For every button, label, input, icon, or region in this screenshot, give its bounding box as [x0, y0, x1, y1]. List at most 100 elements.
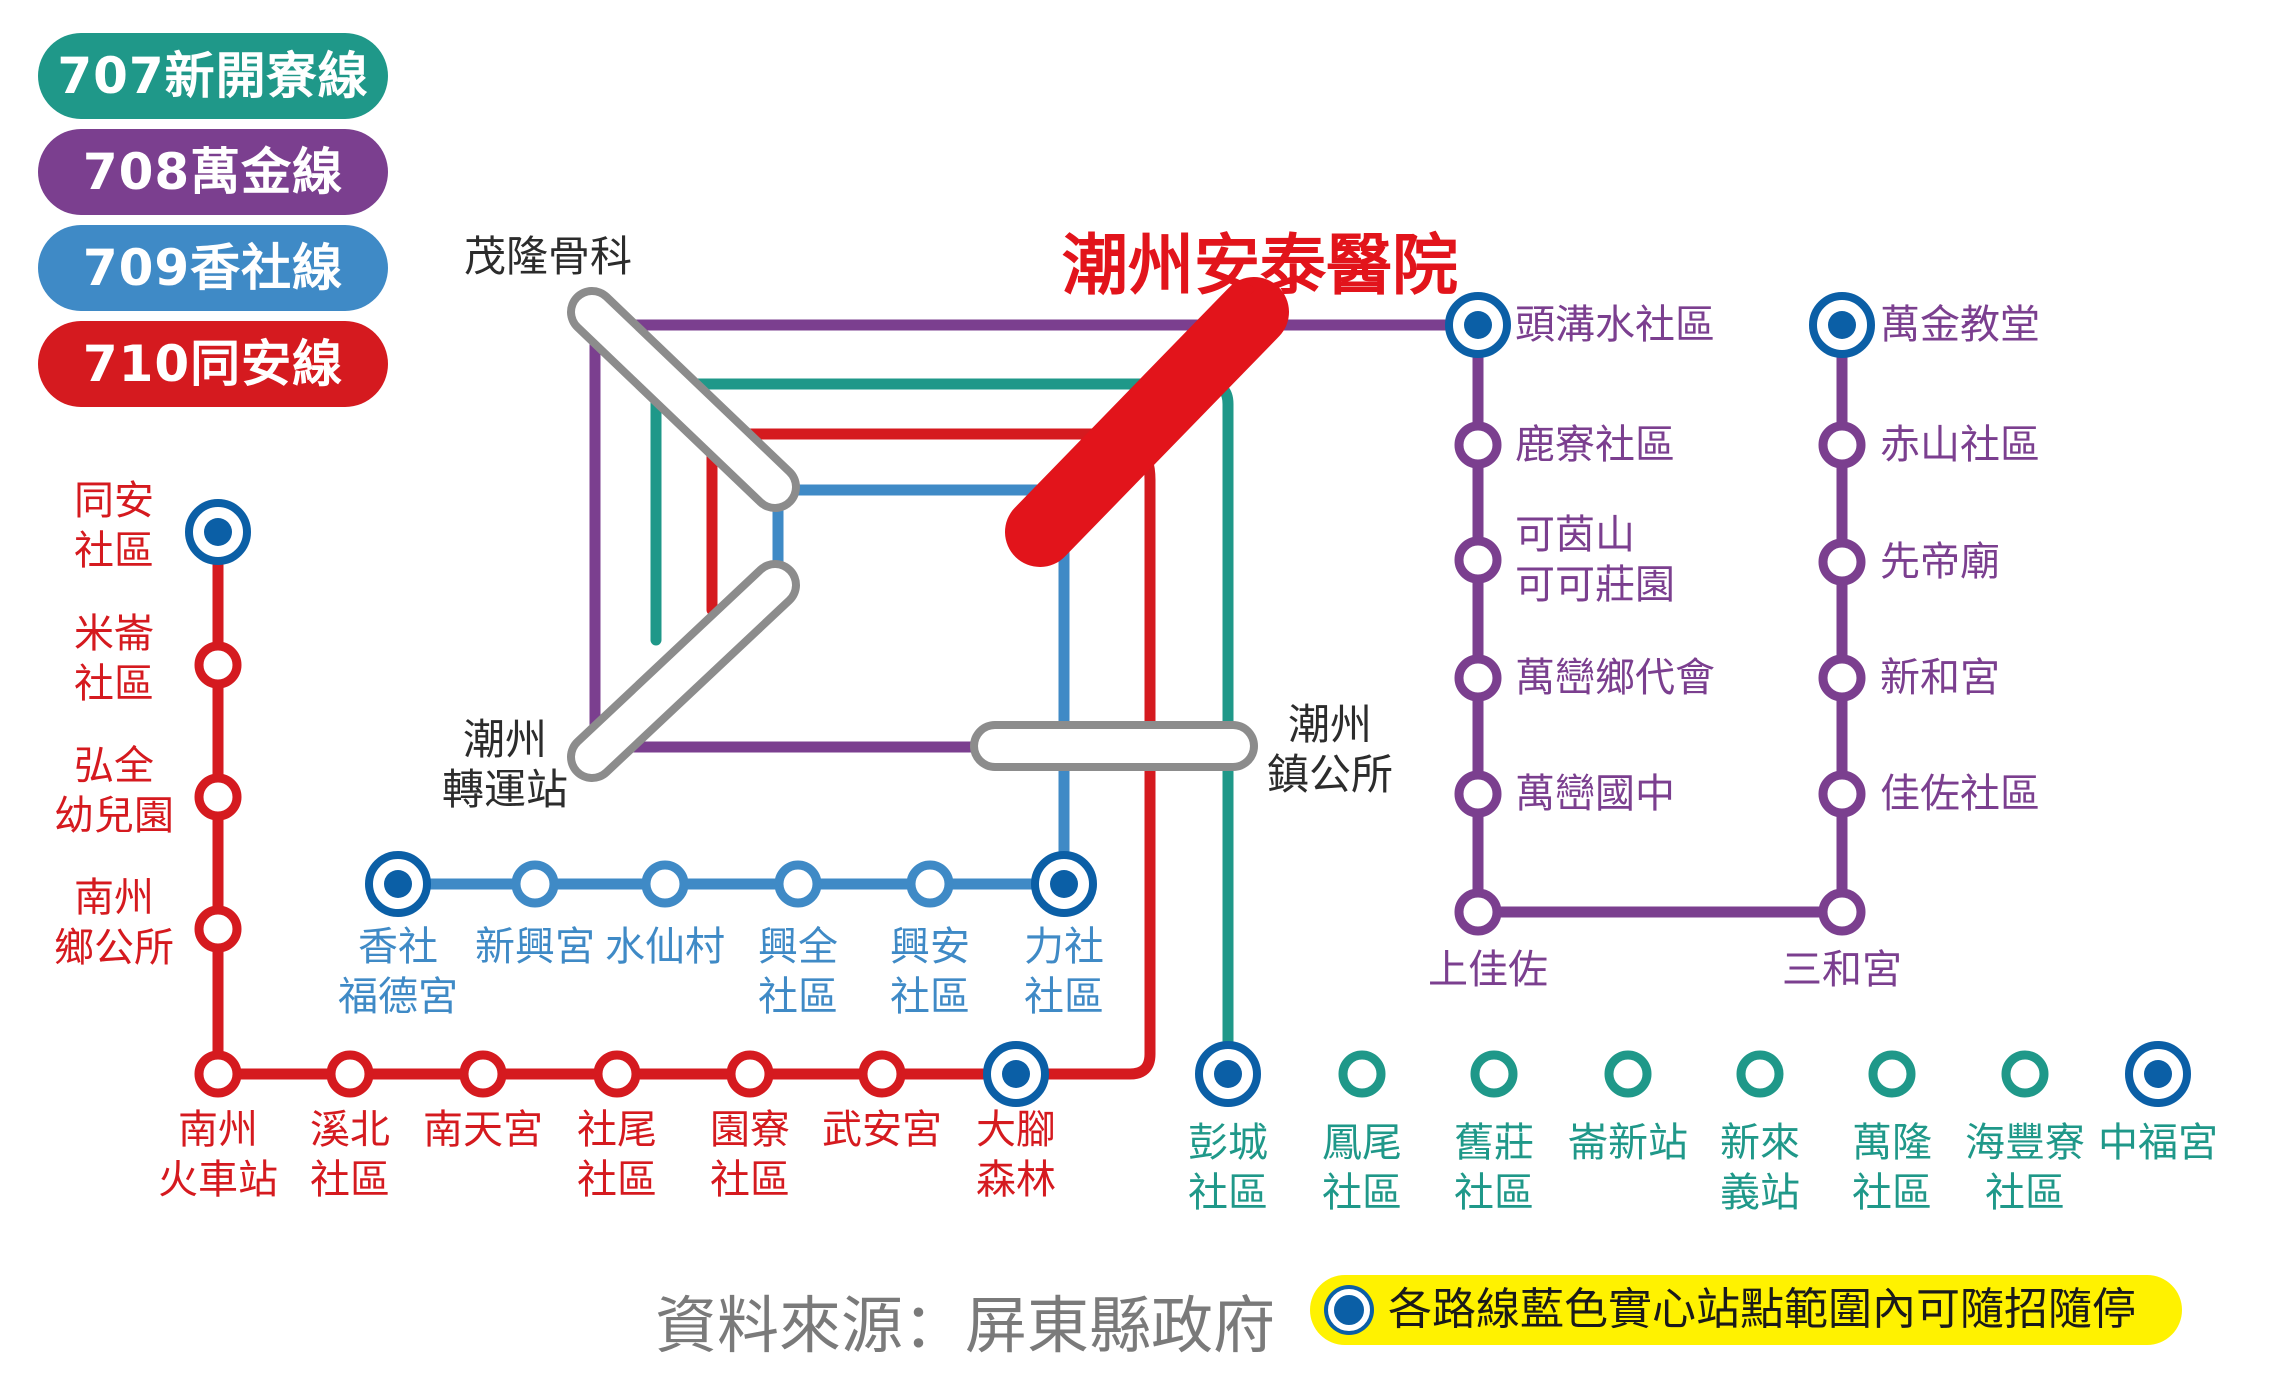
label-709-4-line1: 興安	[890, 924, 970, 970]
town-office-line2: 鎮公所	[1266, 750, 1393, 799]
label-707-2-line2: 社區	[1454, 1170, 1534, 1216]
label-708-l-1: 鹿寮社區	[1515, 420, 1675, 470]
label-707-6-line2: 社區	[1985, 1170, 2065, 1216]
stop-710-v-2	[194, 773, 242, 821]
transit-station-line2: 轉運站	[441, 765, 568, 814]
label-707-4: 新來義站	[1680, 1118, 1840, 1218]
label-707-2-line1: 舊莊	[1454, 1120, 1534, 1166]
label-708-r-2-line1: 先帝廟	[1880, 539, 2000, 585]
legend-pill-709: 709香社線	[38, 225, 388, 311]
stop-709-4	[906, 860, 954, 908]
data-source-text: 資料來源：屏東縣政府	[655, 1289, 1276, 1362]
label-710-h-0-line1: 南州	[178, 1107, 258, 1153]
stop-710-v-0-fill	[204, 518, 232, 546]
label-707-1-line1: 鳳尾	[1322, 1120, 1402, 1166]
label-708-l-3: 萬巒鄉代會	[1515, 653, 1715, 703]
label-708-l-3-line1: 萬巒鄉代會	[1515, 655, 1715, 701]
label-710-v-3-line2: 鄉公所	[54, 925, 174, 971]
stop-710-h-5	[858, 1050, 906, 1098]
stop-708-l-0-fill	[1464, 311, 1492, 339]
label-710-h-1: 溪北社區	[270, 1105, 430, 1205]
hail-stop-note-text: 各路線藍色實心站點範圍內可隨招隨停	[1388, 1284, 2136, 1335]
stop-709-3	[774, 860, 822, 908]
label-708-r-4: 佳佐社區	[1880, 769, 2040, 819]
label-707-5-line2: 社區	[1852, 1170, 1932, 1216]
hospital-label: 潮州安泰醫院	[1062, 227, 1458, 304]
stop-707-3	[1604, 1050, 1652, 1098]
stop-708-r-3	[1818, 654, 1866, 702]
stop-708-l-4	[1454, 770, 1502, 818]
stop-708-r-2	[1818, 538, 1866, 586]
label-708-r-0-line1: 萬金教堂	[1880, 302, 2040, 348]
stop-710-h-3	[593, 1050, 641, 1098]
town-office-label: 潮州 鎮公所	[1260, 700, 1400, 800]
label-707-7-line1: 中福宮	[2098, 1120, 2218, 1166]
stop-710-h-6-fill	[1002, 1060, 1030, 1088]
label-710-h-3: 社尾社區	[537, 1105, 697, 1205]
label-709-1: 新興宮	[455, 922, 615, 972]
stop-708-r-0-fill	[1828, 311, 1856, 339]
label-708-r-0: 萬金教堂	[1880, 300, 2040, 350]
label-707-5-line1: 萬隆	[1852, 1120, 1932, 1166]
stop-710-h-4	[726, 1050, 774, 1098]
transfer-capsules	[567, 277, 1289, 782]
label-707-6: 海豐寮社區	[1945, 1118, 2105, 1218]
stop-707-4	[1736, 1050, 1784, 1098]
label-708-r-4-line1: 佳佐社區	[1880, 771, 2040, 817]
stop-710-h-1	[326, 1050, 374, 1098]
label-707-0-line1: 彭城	[1188, 1120, 1268, 1166]
label-707-1-line2: 社區	[1322, 1170, 1402, 1216]
label-710-h-2: 南天宮	[403, 1105, 563, 1155]
label-709-5-line2: 社區	[1024, 974, 1104, 1020]
label-707-0: 彭城社區	[1148, 1118, 1308, 1218]
stop-707-2	[1470, 1050, 1518, 1098]
stop-709-2	[641, 860, 689, 908]
transit-station-line1: 潮州	[462, 715, 547, 764]
stop-710-v-3	[194, 905, 242, 953]
label-708-r-5: 三和宮	[1762, 945, 1922, 995]
label-710-h-1-line2: 社區	[310, 1157, 390, 1203]
label-708-r-3-line1: 新和宮	[1880, 655, 2000, 701]
label-709-1-line1: 新興宮	[475, 924, 595, 970]
label-709-0-line2: 福德宮	[338, 974, 458, 1020]
label-708-r-1: 赤山社區	[1880, 420, 2040, 470]
label-707-0-line2: 社區	[1188, 1170, 1268, 1216]
stop-708-l-2	[1454, 536, 1502, 584]
stop-707-5	[1868, 1050, 1916, 1098]
label-710-v-2-line1: 弘全	[74, 743, 154, 789]
line-708-branch	[1472, 319, 1848, 918]
blue-stop-icon	[1328, 1289, 1370, 1331]
label-709-5-line1: 力社	[1024, 924, 1104, 970]
label-708-r-3: 新和宮	[1880, 653, 2000, 703]
line-709-route	[392, 484, 1070, 890]
label-710-v-3: 南州鄉公所	[44, 873, 184, 973]
stop-707-0-fill	[1214, 1060, 1242, 1088]
label-708-l-1-line1: 鹿寮社區	[1515, 422, 1675, 468]
label-707-6-line1: 海豐寮	[1965, 1120, 2085, 1166]
stop-markers	[185, 292, 2191, 1107]
label-708-l-5-line1: 上佳佐	[1428, 947, 1548, 993]
stop-708-l-1	[1454, 421, 1502, 469]
maolong-transfer-capsule-inner	[575, 295, 792, 504]
label-708-l-4: 萬巒國中	[1515, 769, 1675, 819]
label-707-4-line2: 義站	[1720, 1170, 1800, 1216]
label-710-h-2-line1: 南天宮	[423, 1107, 543, 1153]
stop-710-h-0	[194, 1050, 242, 1098]
label-707-1: 鳳尾社區	[1282, 1118, 1442, 1218]
label-710-h-6-line2: 森林	[976, 1157, 1056, 1203]
label-709-4: 興安社區	[850, 922, 1010, 1022]
label-710-v-1-line2: 社區	[74, 661, 154, 707]
stop-710-h-2	[459, 1050, 507, 1098]
label-708-l-0: 頭溝水社區	[1515, 300, 1715, 350]
label-708-l-5: 上佳佐	[1398, 945, 1578, 995]
label-709-0: 香社福德宮	[318, 922, 478, 1022]
label-708-l-2-line1: 可茵山	[1515, 512, 1635, 558]
stop-707-7-fill	[2144, 1060, 2172, 1088]
label-707-3-line1: 崙新站	[1568, 1120, 1688, 1166]
label-709-4-line2: 社區	[890, 974, 970, 1020]
label-710-h-0: 南州火車站	[138, 1105, 298, 1205]
stop-710-v-1	[194, 641, 242, 689]
maolong-orthopedics-label: 茂隆骨科	[464, 232, 633, 281]
label-708-r-1-line1: 赤山社區	[1880, 422, 2040, 468]
stop-707-6	[2001, 1050, 2049, 1098]
